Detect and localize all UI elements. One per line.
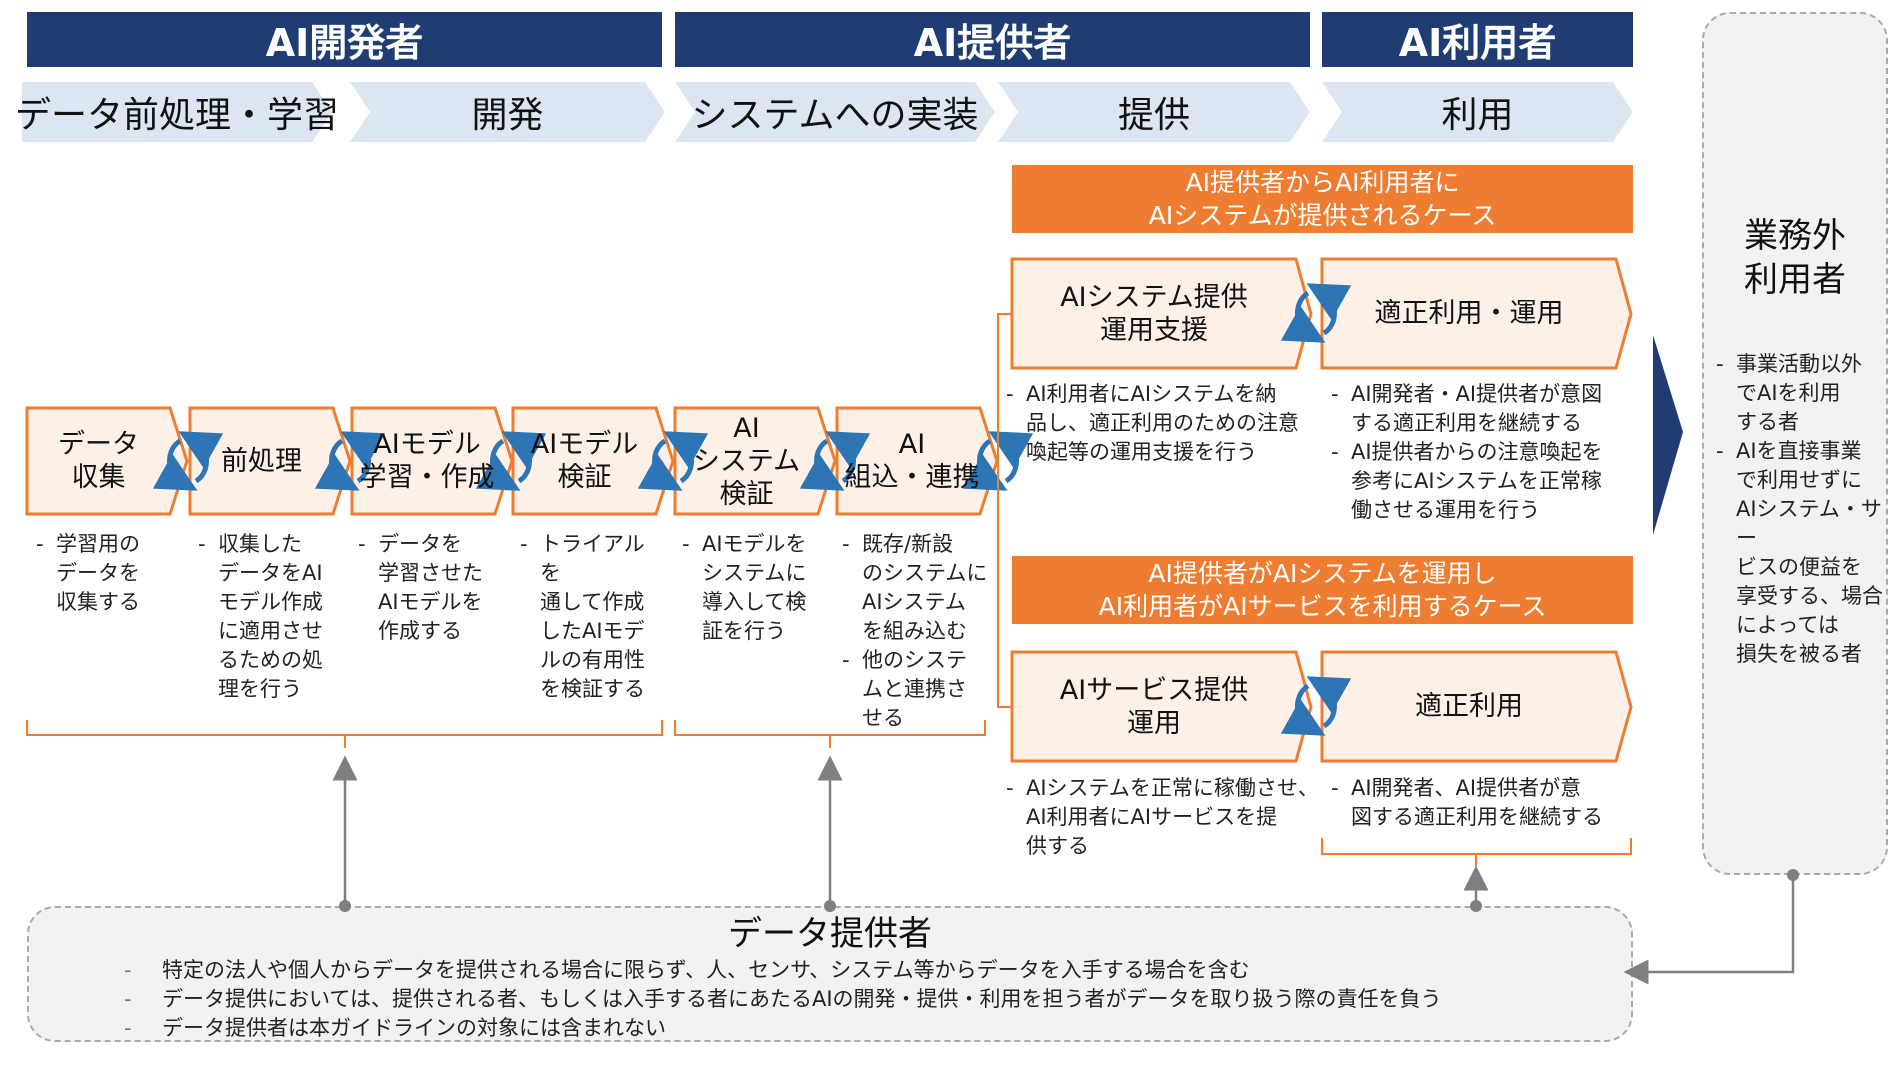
case2-provider-box: AIサービス提供 運用: [1059, 674, 1249, 739]
case2-user-box: 適正利用: [1415, 691, 1523, 722]
bracket-user: [1321, 838, 1632, 866]
case2-user-desc: AI開発者、AI提供者が意 図する適正利用を継続する: [1331, 774, 1631, 832]
phase-chevron-4: [998, 82, 1310, 142]
phase-label-development: 開発: [471, 95, 544, 136]
cycle-icon-8: [1280, 676, 1352, 736]
step-desc-3: データを 学習させた AIモデルを 作成する: [358, 530, 498, 646]
data-supplier-list: -特定の法人や個人からデータを提供される場合に限らず、人、センサ、システム等から…: [124, 956, 1631, 1043]
list-item-text: 特定の法人や個人からデータを提供される場合に限らず、人、センサ、システム等からデ…: [162, 958, 1250, 982]
step-preprocessing: 前処理: [221, 445, 302, 477]
case1-title: AI提供者からAI利用者に AIシステムが提供されるケース: [1012, 165, 1633, 233]
external-user-desc: 事業活動以外 でAIを利用 する者 AIを直接事業 で利用せずに AIシステム・…: [1716, 350, 1884, 669]
desc-item: AIシステムを正常に稼働させ、 AI利用者にAIサービスを提 供する: [1006, 774, 1321, 861]
case1-user-box: 適正利用・運用: [1374, 298, 1564, 329]
cycle-icon-4: [637, 431, 709, 491]
phase-label-preprocess: データ前処理・学習: [15, 95, 340, 136]
cycle-connectors: [152, 283, 1352, 736]
case2-title: AI提供者がAIシステムを運用し AI利用者がAIサービスを利用するケース: [1012, 556, 1633, 624]
phase-chevron-1: [22, 82, 332, 142]
desc-item: 事業活動以外 でAIを利用 する者: [1716, 350, 1884, 437]
desc-item: AIを直接事業 で利用せずに AIシステム・サー ビスの便益を 享受する、場合 …: [1716, 437, 1884, 669]
phase-chevrons: [22, 82, 1633, 142]
step-chevrons: [25, 257, 1633, 763]
role-header-developer: AI開発者: [27, 12, 662, 67]
phase-label-implementation: システムへの実装: [691, 95, 979, 136]
step-model-training: AIモデル 学習・作成: [359, 429, 495, 493]
step-system-validation: AI システム 検証: [692, 412, 801, 510]
case1-provider-box: AIシステム提供 運用支援: [1060, 281, 1248, 346]
list-item-text: データ提供者は本ガイドラインの対象には含まれない: [162, 1016, 666, 1040]
case1-provider-desc: AI利用者にAIシステムを納 品し、適正利用のための注意 喚起等の運用支援を行う: [1006, 380, 1316, 467]
external-user-panel: 業務外 利用者 事業活動以外 でAIを利用 する者 AIを直接事業 で利用せずに…: [1702, 12, 1888, 875]
step-integration: AI 組込・連携: [844, 429, 980, 493]
cycle-icon-5: [799, 431, 871, 491]
supplier-arrows: [332, 755, 1795, 985]
case-branch-line: [997, 313, 1012, 708]
cycle-icon-7: [1280, 283, 1352, 343]
desc-item: AI開発者・AI提供者が意図 する適正利用を継続する: [1331, 380, 1631, 438]
phase-label-provision: 提供: [1117, 95, 1190, 136]
desc-item: 他のシステ ムと連携さ せる: [842, 646, 992, 733]
desc-item: 学習用の データを 収集する: [36, 530, 176, 617]
case2-user-chevron: [1320, 650, 1633, 763]
step-desc-6: 既存/新設 のシステムに AIシステム を組み込む 他のシステ ムと連携さ せる: [842, 530, 992, 733]
data-supplier-title: データ提供者: [728, 914, 932, 954]
step-model-validation: AIモデル 検証: [530, 429, 639, 493]
desc-item: AI開発者、AI提供者が意 図する適正利用を継続する: [1331, 774, 1631, 832]
phase-label-usage: 利用: [1441, 95, 1514, 136]
case1-user-chevron: [1320, 257, 1633, 370]
desc-item: トライアルを 通して作成 したAIモデ ルの有用性 を検証する: [520, 530, 660, 704]
list-item: -データ提供者は本ガイドラインの対象には含まれない: [124, 1014, 1631, 1043]
desc-item: 既存/新設 のシステムに AIシステム を組み込む: [842, 530, 992, 646]
step-desc-2: 収集した データをAI モデル作成 に適用させ るための処 理を行う: [198, 530, 338, 704]
big-navy-arrow: [1653, 335, 1683, 535]
cycle-icon-1: [152, 431, 224, 491]
desc-item: AIモデルを システムに 導入して検 証を行う: [682, 530, 822, 646]
cycle-icon-6: [962, 431, 1034, 491]
phase-chevron-2: [350, 82, 665, 142]
phase-chevron-5: [1322, 82, 1633, 142]
cycle-icon-2: [314, 431, 386, 491]
desc-item: 収集した データをAI モデル作成 に適用させ るための処 理を行う: [198, 530, 338, 704]
external-user-title: 業務外 利用者: [1744, 216, 1846, 300]
list-item: -特定の法人や個人からデータを提供される場合に限らず、人、センサ、システム等から…: [124, 956, 1631, 985]
case2-provider-desc: AIシステムを正常に稼働させ、 AI利用者にAIサービスを提 供する: [1006, 774, 1321, 861]
bracket-implementation: [674, 720, 986, 748]
step-desc-1: 学習用の データを 収集する: [36, 530, 176, 617]
bracket-developer: [26, 720, 663, 748]
role-header-user: AI利用者: [1322, 12, 1633, 67]
cycle-icon-3: [475, 431, 547, 491]
brackets: [26, 720, 1632, 866]
case1-user-desc: AI開発者・AI提供者が意図 する適正利用を継続する AI提供者からの注意喚起を…: [1331, 380, 1631, 525]
desc-item: データを 学習させた AIモデルを 作成する: [358, 530, 498, 646]
step-desc-4: トライアルを 通して作成 したAIモデ ルの有用性 を検証する: [520, 530, 660, 704]
step-desc-5: AIモデルを システムに 導入して検 証を行う: [682, 530, 822, 646]
phase-chevron-3: [675, 82, 995, 142]
list-item: -データ提供においては、提供される者、もしくは入手する者にあたるAIの開発・提供…: [124, 985, 1631, 1014]
step-data-collection: データ 収集: [58, 429, 139, 493]
role-header-provider: AI提供者: [675, 12, 1310, 67]
desc-item: AI提供者からの注意喚起を 参考にAIシステムを正常稼 働させる運用を行う: [1331, 438, 1631, 525]
list-item-text: データ提供においては、提供される者、もしくは入手する者にあたるAIの開発・提供・…: [162, 987, 1442, 1011]
desc-item: AI利用者にAIシステムを納 品し、適正利用のための注意 喚起等の運用支援を行う: [1006, 380, 1316, 467]
